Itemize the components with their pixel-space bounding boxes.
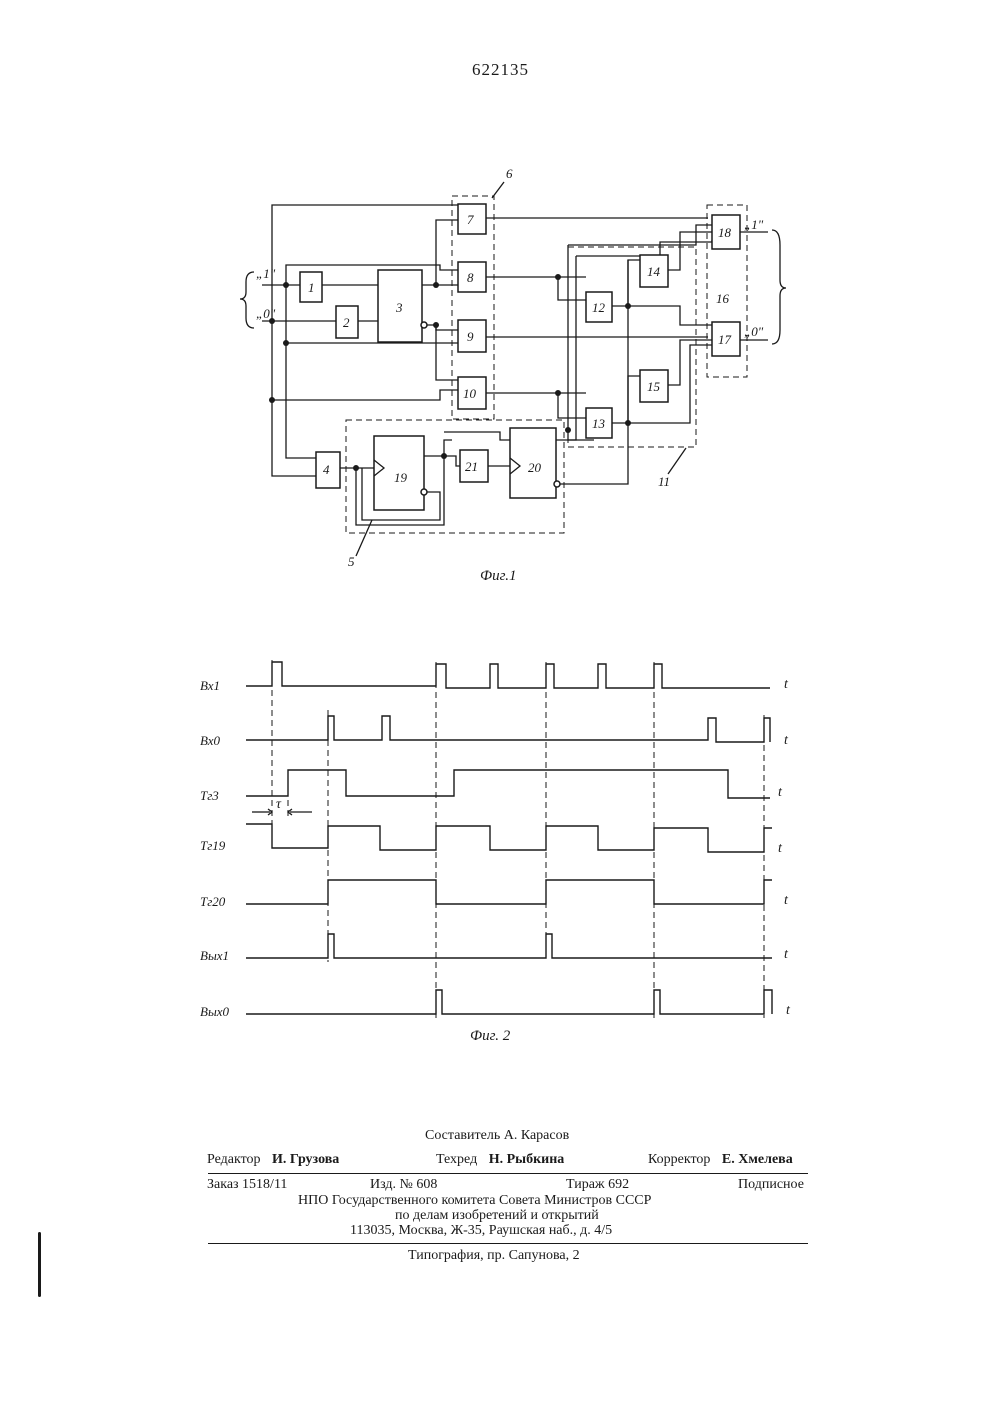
editor-line: Редактор И. Грузова (207, 1152, 339, 1168)
corrector-name: Е. Хмелева (722, 1152, 793, 1167)
waveform-tg3 (246, 770, 770, 798)
time-label-7: t (786, 1003, 791, 1018)
corrector-role: Корректор (648, 1152, 710, 1167)
compiler-line: Составитель А. Карасов (425, 1128, 569, 1144)
techred-role: Техред (436, 1152, 477, 1167)
time-label-1: t (784, 677, 789, 692)
org-line-1: НПО Государственного комитета Совета Мин… (298, 1193, 651, 1209)
subscription: Подписное (738, 1177, 804, 1193)
signal-label-bx0: Вх0 (200, 733, 221, 748)
footer-rule-bottom (208, 1243, 808, 1244)
scan-margin-mark (38, 1232, 41, 1297)
editor-name: И. Грузова (272, 1152, 339, 1167)
footer-rule-top (208, 1173, 808, 1174)
figure-2-caption: Фиг. 2 (470, 1028, 511, 1044)
org-line-2: по делам изобретений и открытий (395, 1208, 599, 1224)
editor-role: Редактор (207, 1152, 261, 1167)
timing-reference-lines (272, 660, 764, 1018)
waveform-bx1 (246, 662, 770, 688)
waveform-vyx0 (246, 990, 772, 1014)
time-label-2: t (784, 733, 789, 748)
time-label-4: t (778, 841, 783, 856)
signal-label-vyx0: Вых0 (200, 1004, 230, 1019)
figure-2-timing-diagram: τ Вх1 Вх0 Тг3 Тг19 Тг20 Вых1 Вых0 t t t … (0, 0, 1000, 1060)
waveform-bx0 (246, 716, 770, 742)
printer-line: Типография, пр. Сапунова, 2 (408, 1248, 580, 1264)
corrector-line: Корректор Е. Хмелева (648, 1152, 793, 1168)
tau-label: τ (276, 797, 282, 812)
techred-name: Н. Рыбкина (489, 1152, 565, 1167)
techred-line: Техред Н. Рыбкина (436, 1152, 564, 1168)
address-line: 113035, Москва, Ж-35, Раушская наб., д. … (350, 1223, 612, 1239)
circulation: Тираж 692 (566, 1177, 629, 1193)
waveform-tg19 (246, 824, 772, 852)
signal-label-tg3: Тг3 (200, 788, 219, 803)
time-label-5: t (784, 893, 789, 908)
time-label-6: t (784, 947, 789, 962)
order-number: Заказ 1518/11 (207, 1177, 287, 1193)
issue-number: Изд. № 608 (370, 1177, 437, 1193)
time-label-3: t (778, 785, 783, 800)
signal-label-vyx1: Вых1 (200, 948, 229, 963)
signal-label-tg20: Тг20 (200, 894, 226, 909)
signal-label-bx1: Вх1 (200, 678, 220, 693)
waveform-vyx1 (246, 934, 772, 958)
signal-label-tg19: Тг19 (200, 838, 226, 853)
waveform-tg20 (246, 880, 772, 904)
